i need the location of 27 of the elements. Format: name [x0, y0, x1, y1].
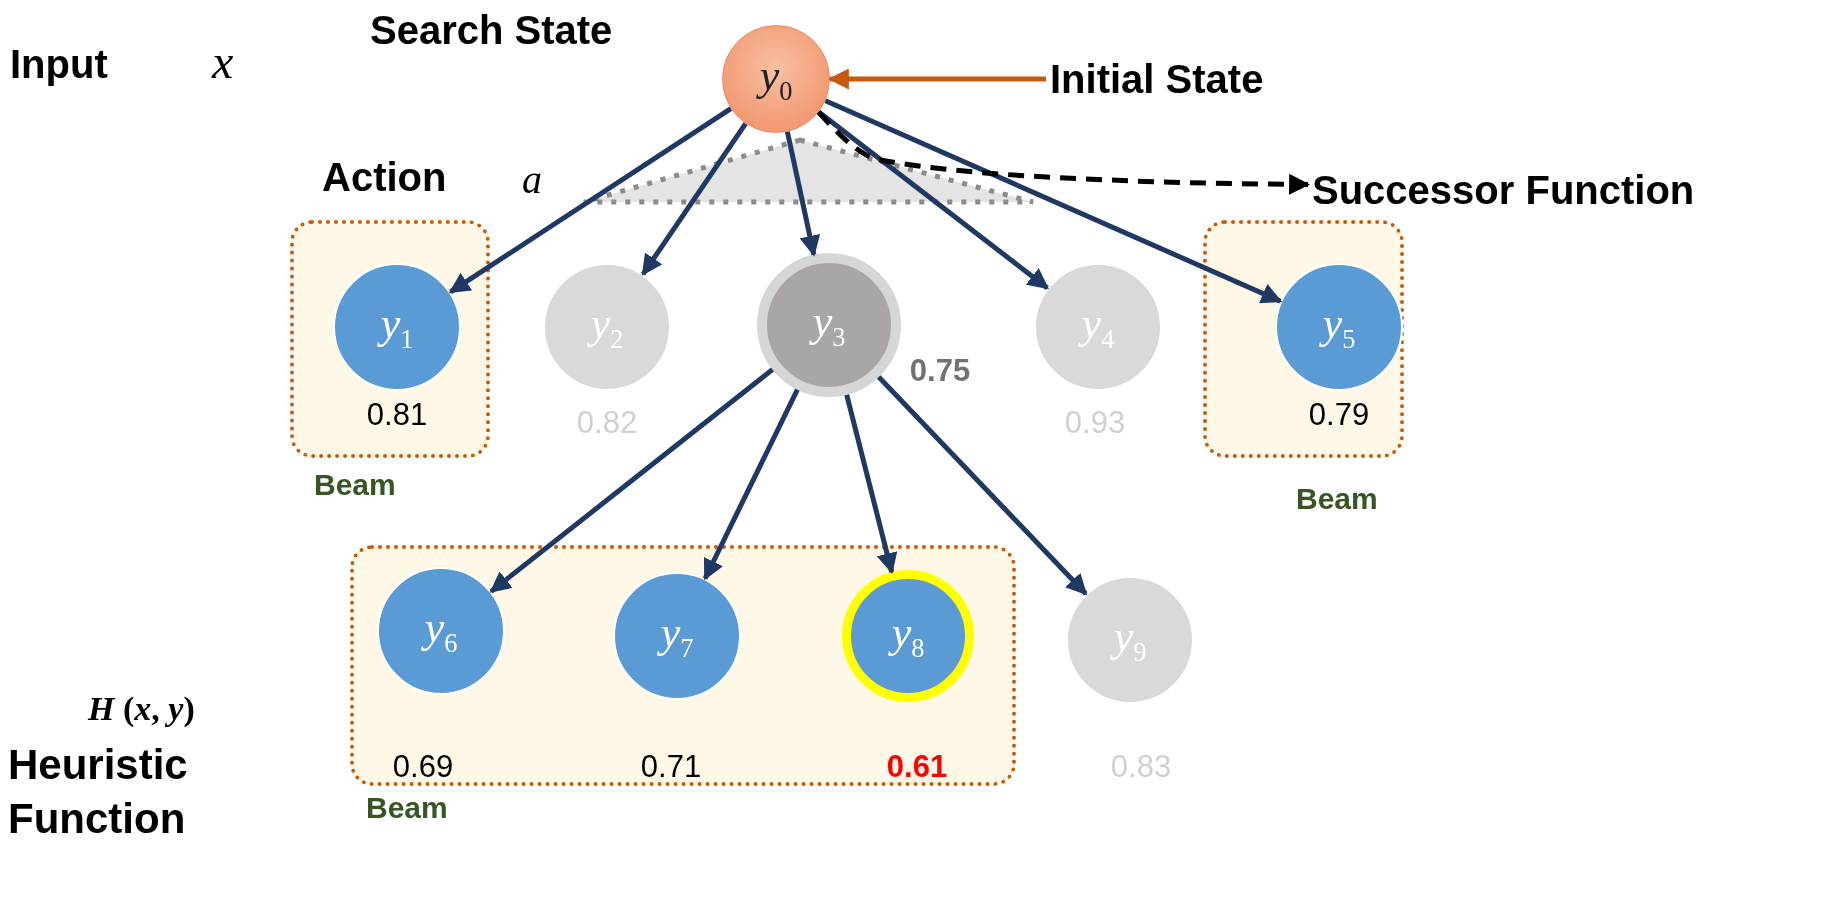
score-value: 0.81 — [366, 397, 428, 433]
variable-label: x — [212, 34, 234, 89]
heuristic-label: Heuristic Function — [8, 740, 189, 844]
arrow — [844, 394, 898, 575]
caption-text: Successor Function — [1312, 163, 1782, 217]
input-label: Input — [10, 42, 108, 87]
arrow — [784, 131, 821, 257]
arrow — [702, 388, 800, 581]
arrow — [824, 98, 1283, 304]
beam-label: Beam — [366, 791, 448, 825]
arrow — [640, 122, 748, 276]
action-label: Action — [322, 155, 447, 200]
arrow — [489, 367, 774, 594]
score-value: 0.79 — [1308, 397, 1370, 433]
score-value: 0.69 — [392, 749, 454, 785]
score-value: 0.61 — [886, 749, 948, 785]
dashed-arrow — [816, 110, 1311, 195]
beam-label: Beam — [314, 468, 396, 502]
score-value: 0.75 — [909, 353, 971, 389]
caption-text: Initial State — [1050, 52, 1360, 106]
arrow — [876, 375, 1088, 596]
formula-label: H (x, y) — [88, 690, 195, 728]
arrow — [448, 106, 733, 295]
variable-label: a — [522, 156, 542, 203]
beam-label: Beam — [1296, 482, 1378, 516]
score-value: 0.71 — [640, 749, 702, 785]
heading-text: Search State — [370, 8, 613, 53]
